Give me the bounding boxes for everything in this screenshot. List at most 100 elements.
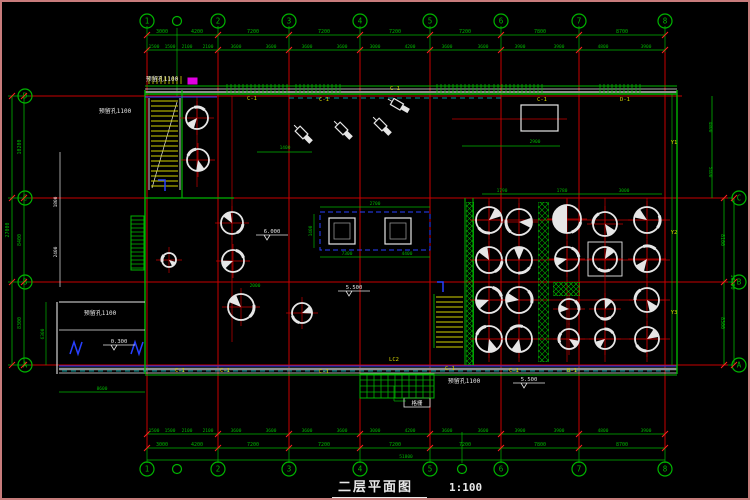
tank — [587, 241, 623, 277]
tank — [553, 323, 585, 355]
elevation-marker: 5.500 — [513, 377, 545, 389]
dim-text: C — [737, 194, 742, 203]
dim-text: 1800 — [53, 196, 59, 207]
grid-bubble — [456, 463, 468, 475]
dim-text: 2 — [216, 465, 221, 474]
tank — [629, 282, 665, 318]
dim-text: 3900 — [554, 428, 565, 434]
dim-text: 8 — [663, 17, 668, 26]
grid-bubble: 6 — [493, 13, 509, 29]
dim-text: 5 — [428, 17, 433, 26]
dim-text: 1500 — [165, 428, 176, 434]
dim-text: 6.000 — [264, 229, 281, 235]
dim-text: 预留孔1100 — [146, 75, 179, 83]
dim-text: 2700 — [370, 201, 381, 207]
dim-text: D — [23, 92, 28, 101]
tank — [547, 199, 587, 239]
dim-text: 3900 — [554, 44, 565, 50]
dim-text: 8600 — [97, 386, 108, 392]
grid-bubble: A — [731, 357, 747, 373]
tank — [222, 288, 260, 326]
dim-text: C — [23, 194, 28, 203]
dim-text: Y1 — [671, 140, 678, 146]
grid-bubble: 1 — [139, 13, 155, 29]
tank — [500, 320, 538, 358]
dim-text: A — [23, 361, 28, 370]
grid-bubble — [171, 15, 183, 27]
dim-text: 2900 — [530, 139, 541, 145]
dim-text: 3600 — [231, 428, 242, 434]
dim-text: 7200 — [247, 29, 259, 35]
elevation-marker: 5.500 — [338, 285, 370, 297]
dim-text: 6 — [499, 17, 504, 26]
dim-text: 3600 — [266, 44, 277, 50]
dim-text: 5.500 — [521, 377, 538, 383]
grid-bubble: C — [17, 190, 33, 206]
dim-text: A — [737, 361, 742, 370]
dim-text: 预留孔1100 — [99, 107, 132, 115]
dim-text: 6 — [499, 465, 504, 474]
tank — [500, 281, 538, 319]
tank — [215, 206, 249, 240]
dim-text: 1 — [145, 465, 150, 474]
dim-text: 8300 — [719, 317, 725, 329]
dim-text: 5.500 — [346, 285, 363, 291]
dim-text: 4 — [358, 465, 363, 474]
dim-text: 4800 — [707, 122, 713, 133]
dim-text: 7 — [577, 17, 582, 26]
equipment-rect — [384, 217, 412, 245]
dim-text: 格栅 — [411, 399, 423, 407]
grid-bubble: 5 — [422, 13, 438, 29]
hatch-v — [148, 76, 182, 84]
tank — [549, 241, 585, 277]
dim-text: 6300 — [40, 328, 46, 339]
dim-text: C-1 — [319, 97, 329, 103]
dim-text: 51800 — [399, 454, 413, 460]
dim-text: 7300 — [342, 251, 353, 257]
dim-text: 3600 — [442, 428, 453, 434]
dim-text: 3000 — [156, 442, 168, 448]
dim-text: 8400 — [17, 234, 23, 246]
dim-text: 3 — [287, 465, 292, 474]
tank — [553, 293, 585, 325]
dim-text: 3600 — [302, 428, 313, 434]
dim-text: 3000 — [619, 188, 630, 194]
dim-text: 7200 — [389, 442, 401, 448]
symbol-polyline — [437, 281, 444, 292]
dim-text: 2100 — [182, 428, 193, 434]
dim-text: 2000 — [250, 283, 261, 289]
tank — [286, 297, 318, 329]
dim-text: 7200 — [318, 442, 330, 448]
dim-text: 2 — [216, 17, 221, 26]
elevation-marker: 6.000 — [256, 229, 288, 241]
dim-text: 3600 — [266, 428, 277, 434]
dim-text: 7200 — [389, 29, 401, 35]
equipment-rect — [328, 217, 356, 245]
grid-bubble: 4 — [352, 461, 368, 477]
staircase — [151, 100, 178, 187]
dim-text: C-1 — [175, 368, 185, 374]
dim-text: 4200 — [191, 442, 203, 448]
dim-text: 7200 — [459, 29, 471, 35]
dim-text: 5400 — [707, 167, 713, 178]
dim-text: C-1 — [319, 369, 329, 375]
dim-text: C-1 — [247, 96, 257, 102]
grid-bubble: A — [17, 357, 33, 373]
tank — [629, 321, 665, 357]
hatch-v — [493, 84, 543, 94]
tank — [500, 241, 538, 279]
dim-text: C-1 — [220, 368, 230, 374]
dim-text: 4200 — [405, 44, 416, 50]
symbol-polyline — [130, 339, 144, 357]
dim-text: 7800 — [534, 29, 546, 35]
dim-text: 1 — [145, 17, 150, 26]
dim-text: 1500 — [165, 44, 176, 50]
tank — [589, 293, 621, 325]
grid-bubble: 2 — [210, 13, 226, 29]
dim-text: 10200 — [17, 139, 23, 154]
hatch-h — [131, 215, 144, 269]
dim-text: B — [23, 278, 28, 287]
grid-bubble: 6 — [493, 461, 509, 477]
equipment-rect — [389, 222, 407, 240]
dim-text: 1790 — [497, 188, 508, 194]
